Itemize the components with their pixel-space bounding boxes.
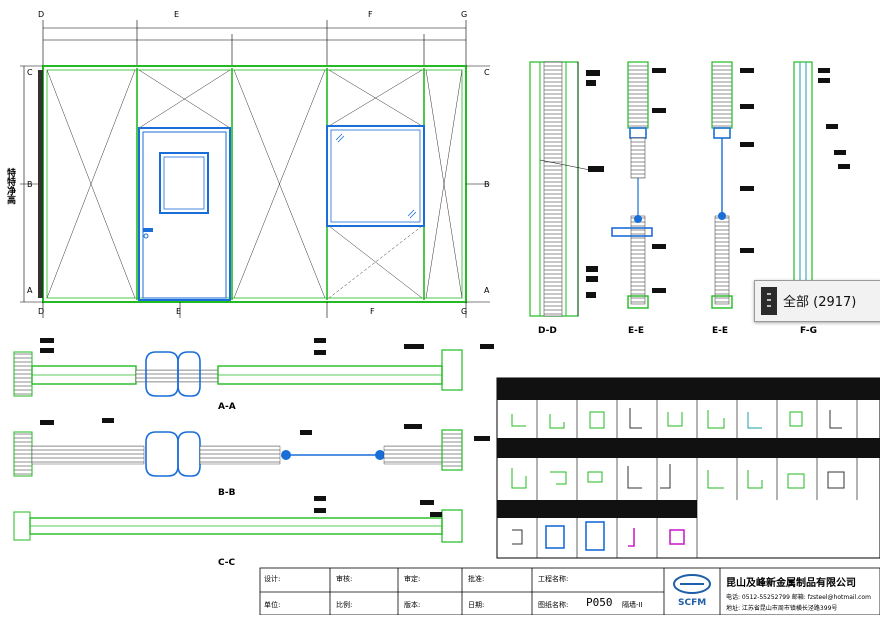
tb-approver-label: 审定:	[404, 575, 421, 583]
grid-label-bottom-d: D	[38, 307, 45, 316]
tb-project-label: 工程名称:	[538, 575, 569, 583]
grid-label-left-c: C	[27, 68, 33, 77]
section-dd	[529, 61, 604, 317]
grid-label-bottom-f: F	[370, 307, 375, 316]
drag-handle-icon[interactable]	[761, 287, 777, 315]
grid-label-right-b: B	[484, 180, 490, 189]
grid-label-top-f: F	[368, 10, 373, 19]
company-logo-text: SCFM	[678, 598, 707, 608]
section-label-dd: D-D	[538, 326, 557, 336]
tb-unit-label: 单位:	[264, 601, 281, 609]
section-ee2	[711, 61, 754, 309]
grid-label-left-b: B	[27, 180, 33, 189]
company-address: 地址: 江苏省昆山市周市镇横长泾路399号	[726, 605, 838, 612]
section-aa	[13, 338, 494, 397]
grid-label-right-c: C	[484, 68, 490, 77]
tb-authorizer-label: 批准:	[468, 575, 485, 583]
window-elevation	[326, 125, 425, 227]
section-label-cc: C-C	[218, 558, 236, 568]
grid-label-top-e: E	[174, 10, 180, 19]
company-contact: 电话: 0512-55252799 邮箱: fzsteel@hotmail.co…	[726, 594, 871, 601]
panel-crosses	[46, 69, 463, 299]
tb-drawing-number: P050	[586, 596, 613, 609]
tb-date-label: 日期:	[468, 601, 485, 609]
grid-label-bottom-g: G	[461, 307, 468, 316]
tb-version-label: 版本:	[404, 601, 421, 609]
section-label-aa: A-A	[218, 402, 236, 412]
section-cc	[13, 496, 463, 543]
grid-label-bottom-e: E	[176, 307, 182, 316]
tb-drawing-suffix: 隔墙-II	[622, 601, 643, 609]
grid-label-left-a: A	[27, 286, 33, 295]
tb-checker-label: 审核:	[336, 575, 353, 583]
grid-label-top-g: G	[461, 10, 468, 19]
section-label-fg: F-G	[800, 326, 817, 336]
tb-drawing-name-label: 图纸名称:	[538, 601, 569, 609]
elevation-frame	[20, 65, 490, 303]
selection-count-tooltip[interactable]: 全部 (2917)	[754, 280, 880, 322]
section-label-ee: E-E	[628, 326, 645, 336]
company-logo	[673, 574, 711, 594]
height-label: 特特净高	[5, 168, 15, 204]
section-label-ee2: E-E	[712, 326, 729, 336]
top-dimension-lines	[42, 20, 467, 66]
section-fg	[793, 61, 850, 283]
profile-grid	[496, 377, 880, 559]
door-elevation	[138, 127, 231, 301]
panel-posts	[136, 68, 425, 300]
section-bb	[13, 418, 490, 477]
selection-count-text: 全部 (2917)	[783, 295, 857, 310]
company-name: 昆山及峰新金属制品有限公司	[726, 578, 856, 589]
grid-label-top-d: D	[38, 10, 45, 19]
tb-designer-label: 设计:	[264, 575, 281, 583]
section-label-bb: B-B	[218, 488, 236, 498]
section-ee	[611, 61, 666, 309]
tb-scale-label: 比例:	[336, 601, 353, 609]
grid-label-right-a: A	[484, 286, 490, 295]
